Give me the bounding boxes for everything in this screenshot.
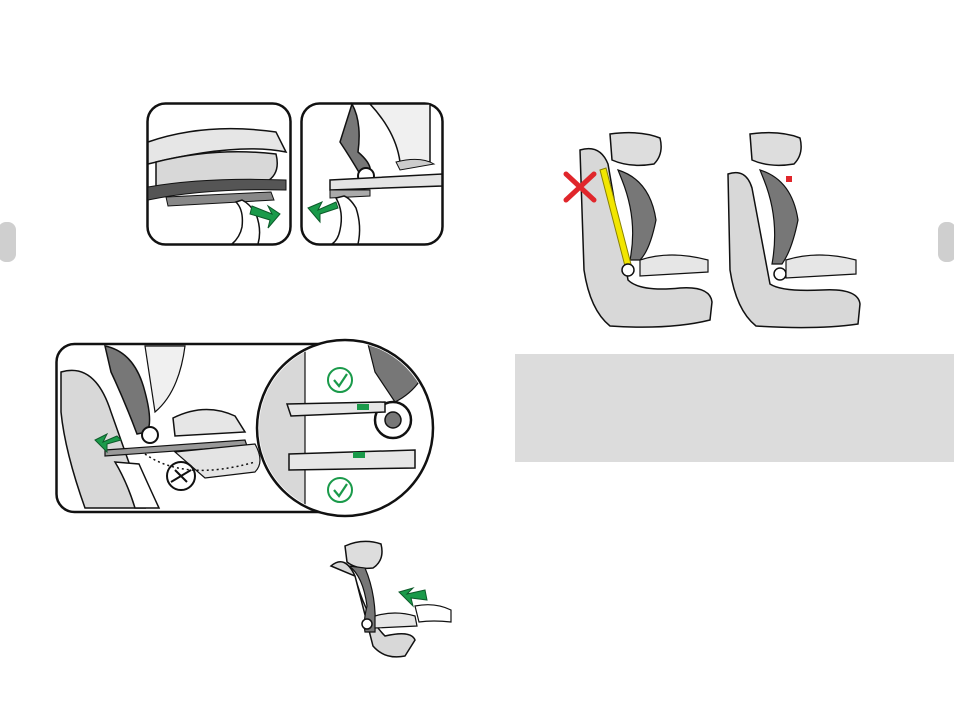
green-arrow-icon <box>307 201 339 224</box>
belt-correct-illustration <box>722 130 872 330</box>
green-arrow-icon <box>249 204 281 229</box>
isofix-connect-detail-illustration <box>55 332 450 524</box>
note-box <box>515 354 954 462</box>
belt-incorrect-illustration <box>560 130 720 330</box>
isofix-release-lever-illustration <box>146 102 292 246</box>
check-icon <box>327 367 353 393</box>
isofix-pull-out-illustration <box>300 102 444 246</box>
cross-icon <box>563 171 597 203</box>
left-edge-tab <box>0 222 16 262</box>
push-seat-back-illustration <box>325 536 455 662</box>
green-arrow-icon <box>398 586 428 608</box>
check-icon <box>327 477 353 503</box>
right-edge-tab <box>938 222 954 262</box>
green-arrow-icon <box>94 432 122 454</box>
